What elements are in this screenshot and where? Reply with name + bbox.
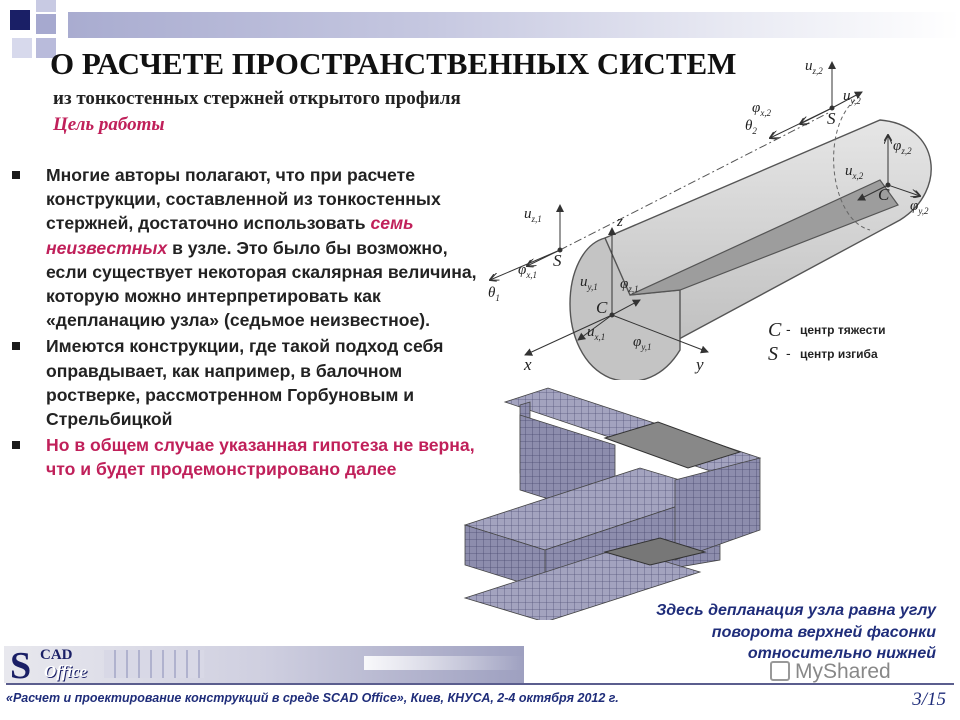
bullet-list: Многие авторы полагают, что при расчете … [10,163,480,484]
node-s1 [557,247,563,253]
bullet-1-text-a: Многие авторы полагают, что при расчете … [46,165,441,234]
corner-square-1 [10,10,30,30]
caption-line-3: относительно нижней [747,645,936,662]
corner-square-4 [12,38,32,58]
uy2-arrow [831,91,863,109]
label-uz2: uz,2 [805,58,823,76]
label-uy1: uy,1 [580,274,598,292]
label-phiz1: φz,1 [620,276,639,294]
ux2-arrow [857,184,889,201]
legend-c-symbol: C [768,319,782,341]
label-uz1: uz,1 [524,206,542,224]
caption-line-2: поворота верхней фасонки [711,623,936,641]
label-theta2: θ2 [745,118,757,136]
bullet-item-1: Многие авторы полагают, что при расчете … [10,163,480,332]
watermark: MyShared [770,660,891,684]
label-uy2: uy,2 [843,88,861,106]
svg-text:-: - [786,345,791,361]
bullet-2-text: Имеются конструкции, где такой подход се… [46,336,444,430]
label-z: z [616,214,623,230]
label-c1: C [596,298,608,317]
bullet-square-icon [12,171,20,179]
uy1-arrow [611,299,641,316]
caption-line-1: Здесь депланация узла равна углу [656,602,936,619]
label-ux1: ux,1 [587,324,605,342]
diagram-legend: C - центр тяжести S - центр изгиба [768,319,886,365]
footer-text: «Расчет и проектирование конструкций в с… [6,691,619,705]
tube-end-face [569,237,681,380]
legend-s-text: центр изгиба [800,347,878,361]
bullet-3-text: Но в общем случае указанная гипотеза не … [46,435,475,480]
corner-square-5 [36,38,56,58]
ux1-arrow [577,314,613,341]
label-s2: S [827,109,836,128]
corner-square-2 [36,0,56,12]
label-c2: C [878,185,890,204]
node-s2 [829,105,835,111]
label-phiz2: φz,2 [893,138,912,156]
corner-square-3 [36,14,56,34]
label-phix2: φx,2 [752,100,772,118]
svg-text:-: - [786,321,791,337]
label-phix1: φx,1 [518,262,537,280]
mesh-caption: Здесь депланация узла равна углу поворот… [596,600,936,665]
theta2-arrow [770,107,833,138]
page-number: 3/15 [912,689,946,710]
tube-opening [629,179,899,296]
axis-x [524,314,613,356]
logo-cad-text: CAD [40,647,73,663]
mesh-front-web [674,457,761,561]
header-gradient-bar [68,12,960,38]
bullet-1-text-b: в узле. Это было бы возможно, если сущес… [46,237,477,331]
axis-y [611,314,709,354]
watermark-text: MyShared [795,660,891,683]
logo-s-letter: S [10,646,32,683]
label-s1: S [553,251,562,270]
scad-office-logo: S CAD Office [4,646,524,683]
bullet-1-highlight: семь неизвестных [46,213,414,258]
fe-mesh-model [463,387,762,620]
gusset-plate-bottom [603,537,707,566]
bullet-square-icon [12,441,20,450]
label-phiy2: φy,2 [910,198,929,216]
watermark-icon [770,661,790,681]
axis-line [559,111,831,251]
node-c1 [609,312,615,318]
label-ux2: ux,2 [845,163,864,181]
label-theta1: θ1 [488,285,500,303]
bullet-item-2: Имеются конструкции, где такой подход се… [10,334,480,431]
logo-toolbar-strip [104,650,204,678]
legend-s-symbol: S [768,343,778,365]
gusset-plate-top [603,421,742,469]
mesh-bottom-flange [463,547,702,620]
bullet-item-3: Но в общем случае указанная гипотеза не … [10,433,480,481]
slide-subtitle: из тонкостенных стержней открытого профи… [53,88,461,109]
phiy2-arrow [887,184,920,196]
node-c2 [885,182,891,188]
footer-divider [6,683,954,685]
beam-diagram: uz,2 uy,2 φx,2 θ2 S φz,2 ux,2 C φy,2 uz,… [488,58,932,380]
label-phiy1: φy,1 [633,334,652,352]
slide-title: О РАСЧЕТЕ ПРОСТРАНСТВЕННЫХ СИСТЕМ [50,46,737,81]
goal-heading: Цель работы [53,114,165,135]
tube-far-outline [833,99,871,231]
bullet-square-icon [12,342,20,351]
label-x: x [523,355,532,374]
logo-sheen [364,656,524,670]
theta1-arrow [490,249,561,280]
legend-c-text: центр тяжести [800,323,886,337]
logo-office-text: Office [44,662,88,681]
label-y: y [694,355,704,374]
